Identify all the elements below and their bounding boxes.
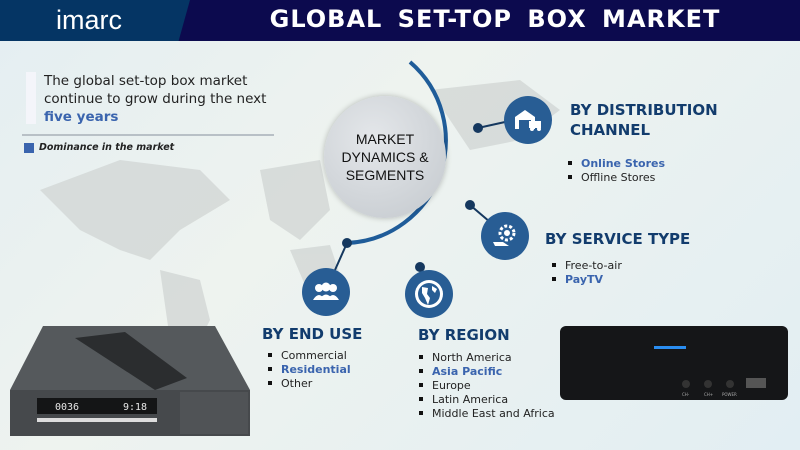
service-list: Free-to-air PayTV <box>552 259 622 287</box>
list-item: Other <box>268 377 351 391</box>
distribution-heading: BY DISTRIBUTION CHANNEL <box>570 101 718 139</box>
logo-panel <box>0 0 190 41</box>
list-item: Asia Pacific <box>419 365 555 379</box>
world-map-icon <box>40 80 560 360</box>
service-heading: BY SERVICE TYPE <box>545 230 691 248</box>
region-heading: BY REGION <box>418 326 510 344</box>
page-title: GLOBAL SET-TOP BOX MARKET <box>269 5 721 33</box>
connector-dot <box>342 238 352 248</box>
divider <box>22 134 274 136</box>
list-item: Middle East and Africa <box>419 407 555 421</box>
list-item: Residential <box>268 363 351 377</box>
connector-dot <box>473 123 483 133</box>
intro-line: The global set-top box market continue t… <box>44 73 267 107</box>
intro-text: The global set-top box market continue t… <box>44 72 276 126</box>
list-item: Commercial <box>268 349 351 363</box>
warehouse-truck-icon <box>504 96 552 144</box>
legend-swatch <box>24 142 34 153</box>
globe-icon <box>405 270 453 318</box>
list-item: Free-to-air <box>552 259 622 273</box>
button-label: CH+ <box>704 392 713 397</box>
button-label: CH- <box>682 392 690 397</box>
list-item: Online Stores <box>568 157 665 171</box>
gear-hand-icon <box>481 212 529 260</box>
list-item: North America <box>419 351 555 365</box>
set-top-box-image: CH- CH+ POWER <box>560 326 788 400</box>
imarc-logo[interactable]: imarc <box>56 5 122 35</box>
region-list: North America Asia Pacific Europe Latin … <box>419 351 555 421</box>
display-channel: 0036 <box>55 402 79 413</box>
list-item: Offline Stores <box>568 171 665 185</box>
end-use-list: Commercial Residential Other <box>268 349 351 391</box>
list-item: PayTV <box>552 273 622 287</box>
end-use-heading: BY END USE <box>262 325 363 343</box>
users-icon <box>302 268 350 316</box>
intro-highlight: five years <box>44 109 119 125</box>
distribution-list: Online Stores Offline Stores <box>568 157 665 185</box>
list-item: Europe <box>419 379 555 393</box>
set-top-box-with-remote-image: 0036 9:18 <box>10 326 250 436</box>
header-bar: imarc GLOBAL SET-TOP BOX MARKET <box>0 0 800 41</box>
intro-block: The global set-top box market continue t… <box>26 72 276 126</box>
legend: Dominance in the market <box>24 142 174 153</box>
display-time: 9:18 <box>123 402 147 413</box>
intro-accent-bar <box>26 72 36 124</box>
list-item: Latin America <box>419 393 555 407</box>
connector-dot <box>465 200 475 210</box>
market-dynamics-circle: MARKET DYNAMICS & SEGMENTS <box>324 96 446 218</box>
button-label: POWER <box>722 392 737 397</box>
legend-label: Dominance in the market <box>39 142 175 153</box>
center-label: MARKET DYNAMICS & SEGMENTS <box>341 131 429 183</box>
